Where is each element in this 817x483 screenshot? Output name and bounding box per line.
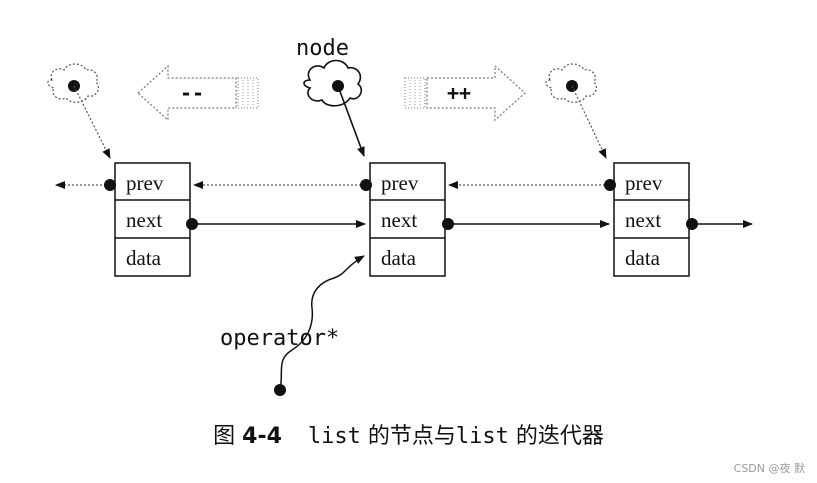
data-field: data [381,246,417,270]
caption-text-1: 的节点与 [360,424,456,449]
next-field: next [381,208,417,232]
increment-arrow: ++ [404,64,526,122]
data-field: data [625,246,661,270]
prev-field: prev [381,171,419,195]
left-iterator-cloud-icon [47,63,100,103]
increment-label: ++ [447,81,471,105]
figure-caption: 图 4-4 list 的节点与list 的迭代器 [0,418,817,450]
prev-field: prev [625,171,663,195]
right-iterator-cloud-icon [545,63,598,103]
prev-dot [360,179,372,191]
node-label: node [296,36,349,61]
decrement-arrow: -- [137,64,259,122]
list-node-1: prev next data [114,162,191,277]
node-pointer [337,85,365,157]
right-iterator-pointer [571,85,607,159]
caption-code-1: list [307,424,361,449]
caption-text-2: 的迭代器 [508,424,604,449]
prev-dot [604,179,616,191]
list-iterator-diagram: node -- ++ prev next da [47,36,753,396]
decrement-label: -- [180,81,204,105]
caption-code-2: list [455,424,509,449]
next-field: next [625,208,661,232]
next-field: next [126,208,162,232]
prev-dot [104,179,116,191]
list-node-2: prev next data [369,162,446,277]
watermark: CSDN @夜 默 [733,462,805,475]
operator-label: operator* [220,326,339,351]
next-dot [186,218,198,230]
left-iterator-pointer [73,85,111,159]
prev-field: prev [126,171,164,195]
data-field: data [126,246,162,270]
list-node-3: prev next data [613,162,690,277]
caption-number: 4-4 [242,424,282,449]
operator-pointer [279,255,365,391]
next-dot [442,218,454,230]
operator-dot [274,384,286,396]
next-dot [686,218,698,230]
node-iterator-cloud-icon [303,59,363,107]
caption-prefix: 图 [213,424,236,449]
